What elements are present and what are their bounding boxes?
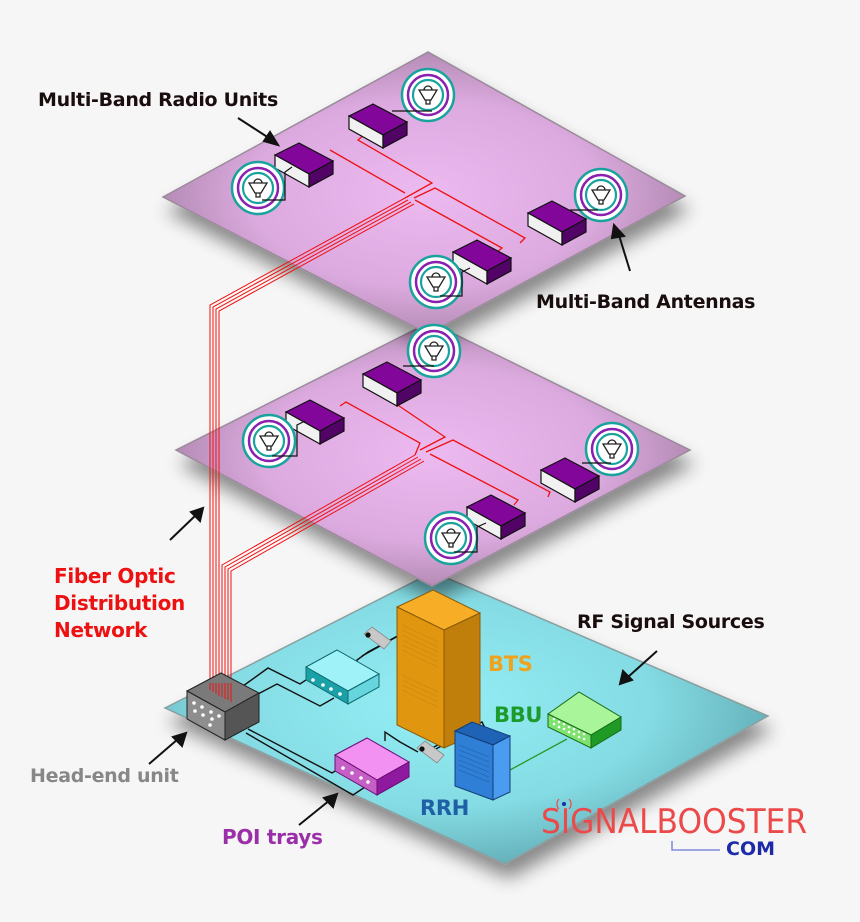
arrow-fiber	[169, 506, 205, 541]
upper-floor-fiber	[329, 131, 527, 253]
label-rrh: RRH	[420, 796, 470, 820]
label-head-end: Head-end unit	[30, 765, 179, 787]
arrow-antennas	[610, 222, 631, 272]
arrow-rf-sources	[618, 650, 658, 686]
arrow-poi	[298, 792, 339, 826]
radio-unit	[465, 494, 527, 541]
head-end-unit	[185, 672, 261, 741]
radio-unit	[273, 142, 335, 189]
radio-unit	[361, 361, 423, 408]
poi-tray-pink	[333, 737, 411, 796]
signal-icon	[556, 798, 572, 810]
antenna	[230, 160, 286, 216]
antenna	[400, 67, 456, 123]
fiber-riser-cables	[209, 197, 425, 695]
logo-wordmark: SIGNALBOOSTER	[541, 802, 808, 842]
middle-floor	[174, 321, 692, 587]
antenna	[584, 421, 640, 477]
radio-unit	[347, 103, 409, 150]
fiber-headend-entry	[209, 683, 232, 702]
antenna-feed	[454, 522, 487, 553]
label-antennas: Multi-Band Antennas	[536, 291, 756, 313]
arrow-head-end	[148, 731, 188, 765]
logo-suffix: COM	[726, 838, 776, 860]
antenna	[406, 323, 462, 379]
radio-unit	[284, 399, 346, 446]
callout-arrows	[148, 117, 658, 826]
antenna	[241, 413, 297, 469]
label-bts: BTS	[488, 652, 533, 676]
rrh-unit	[453, 721, 512, 801]
antenna-feed	[272, 420, 306, 457]
radio-unit	[539, 457, 601, 504]
logo-underline	[671, 841, 720, 851]
label-radio-units: Multi-Band Radio Units	[38, 89, 278, 111]
label-fiber-network: Fiber Optic Distribution Network	[54, 564, 185, 642]
arrow-radio-units	[237, 117, 281, 147]
antenna-feed	[262, 166, 293, 201]
coupler-upper	[363, 626, 392, 650]
bbu-link	[509, 738, 568, 771]
label-rf-sources: RF Signal Sources	[577, 611, 765, 633]
label-bbu: BBU	[494, 703, 543, 727]
antenna	[423, 510, 479, 566]
label-poi-trays: POI trays	[222, 825, 323, 849]
antenna	[408, 254, 464, 310]
middle-floor-fiber	[339, 383, 551, 506]
poi-tray-teal	[304, 649, 381, 705]
antenna	[573, 167, 629, 223]
radio-unit	[526, 200, 588, 247]
coupler-lower	[416, 740, 445, 764]
bbu-unit	[547, 691, 622, 749]
antenna-feed	[440, 267, 471, 297]
